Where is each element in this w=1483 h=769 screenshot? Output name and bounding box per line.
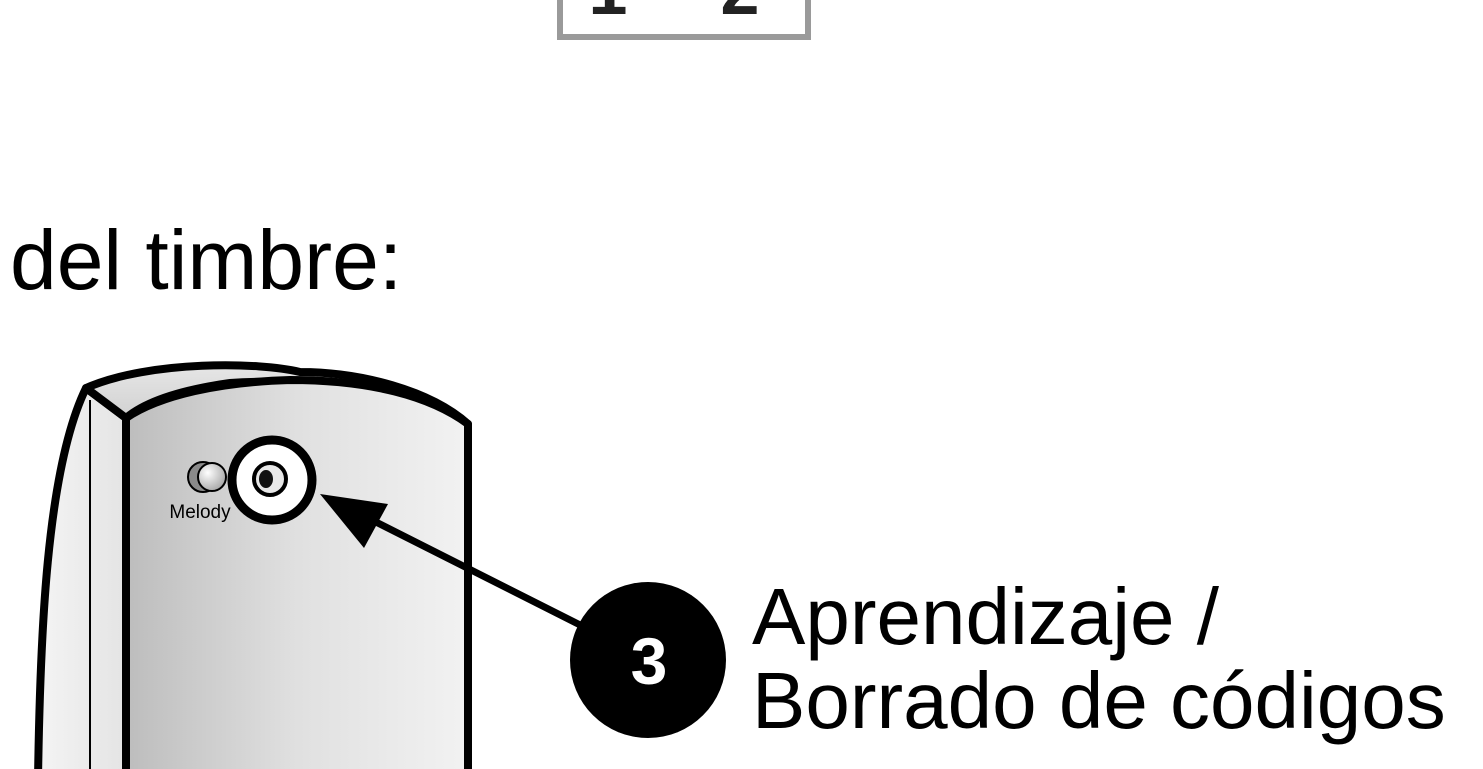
arrow-shaft bbox=[356, 510, 602, 638]
page-number-right: 2 bbox=[721, 0, 760, 29]
step-number: 3 bbox=[631, 624, 668, 698]
device-front-panel bbox=[122, 376, 472, 769]
melody-switch-knob bbox=[197, 462, 227, 492]
page-number-box: 1 2 bbox=[557, 0, 811, 40]
learn-button-icon bbox=[227, 435, 317, 525]
callout-line-1: Aprendizaje / bbox=[752, 572, 1219, 661]
page-number-left: 1 bbox=[589, 0, 628, 29]
arrow-head bbox=[320, 494, 388, 548]
learn-button-hole bbox=[259, 470, 273, 488]
melody-label: Melody bbox=[169, 502, 231, 523]
melody-switch: Melody bbox=[169, 461, 231, 523]
page-box-outline bbox=[557, 0, 811, 40]
device-side-panel bbox=[34, 384, 130, 769]
step-badge-circle bbox=[570, 582, 726, 738]
pointer-arrow bbox=[320, 494, 602, 638]
section-heading: del timbre: bbox=[10, 213, 403, 307]
step-badge: 3 bbox=[570, 582, 726, 738]
callout-line-2: Borrado de códigos bbox=[752, 656, 1446, 745]
callout-label: Aprendizaje / Borrado de códigos bbox=[752, 575, 1446, 743]
